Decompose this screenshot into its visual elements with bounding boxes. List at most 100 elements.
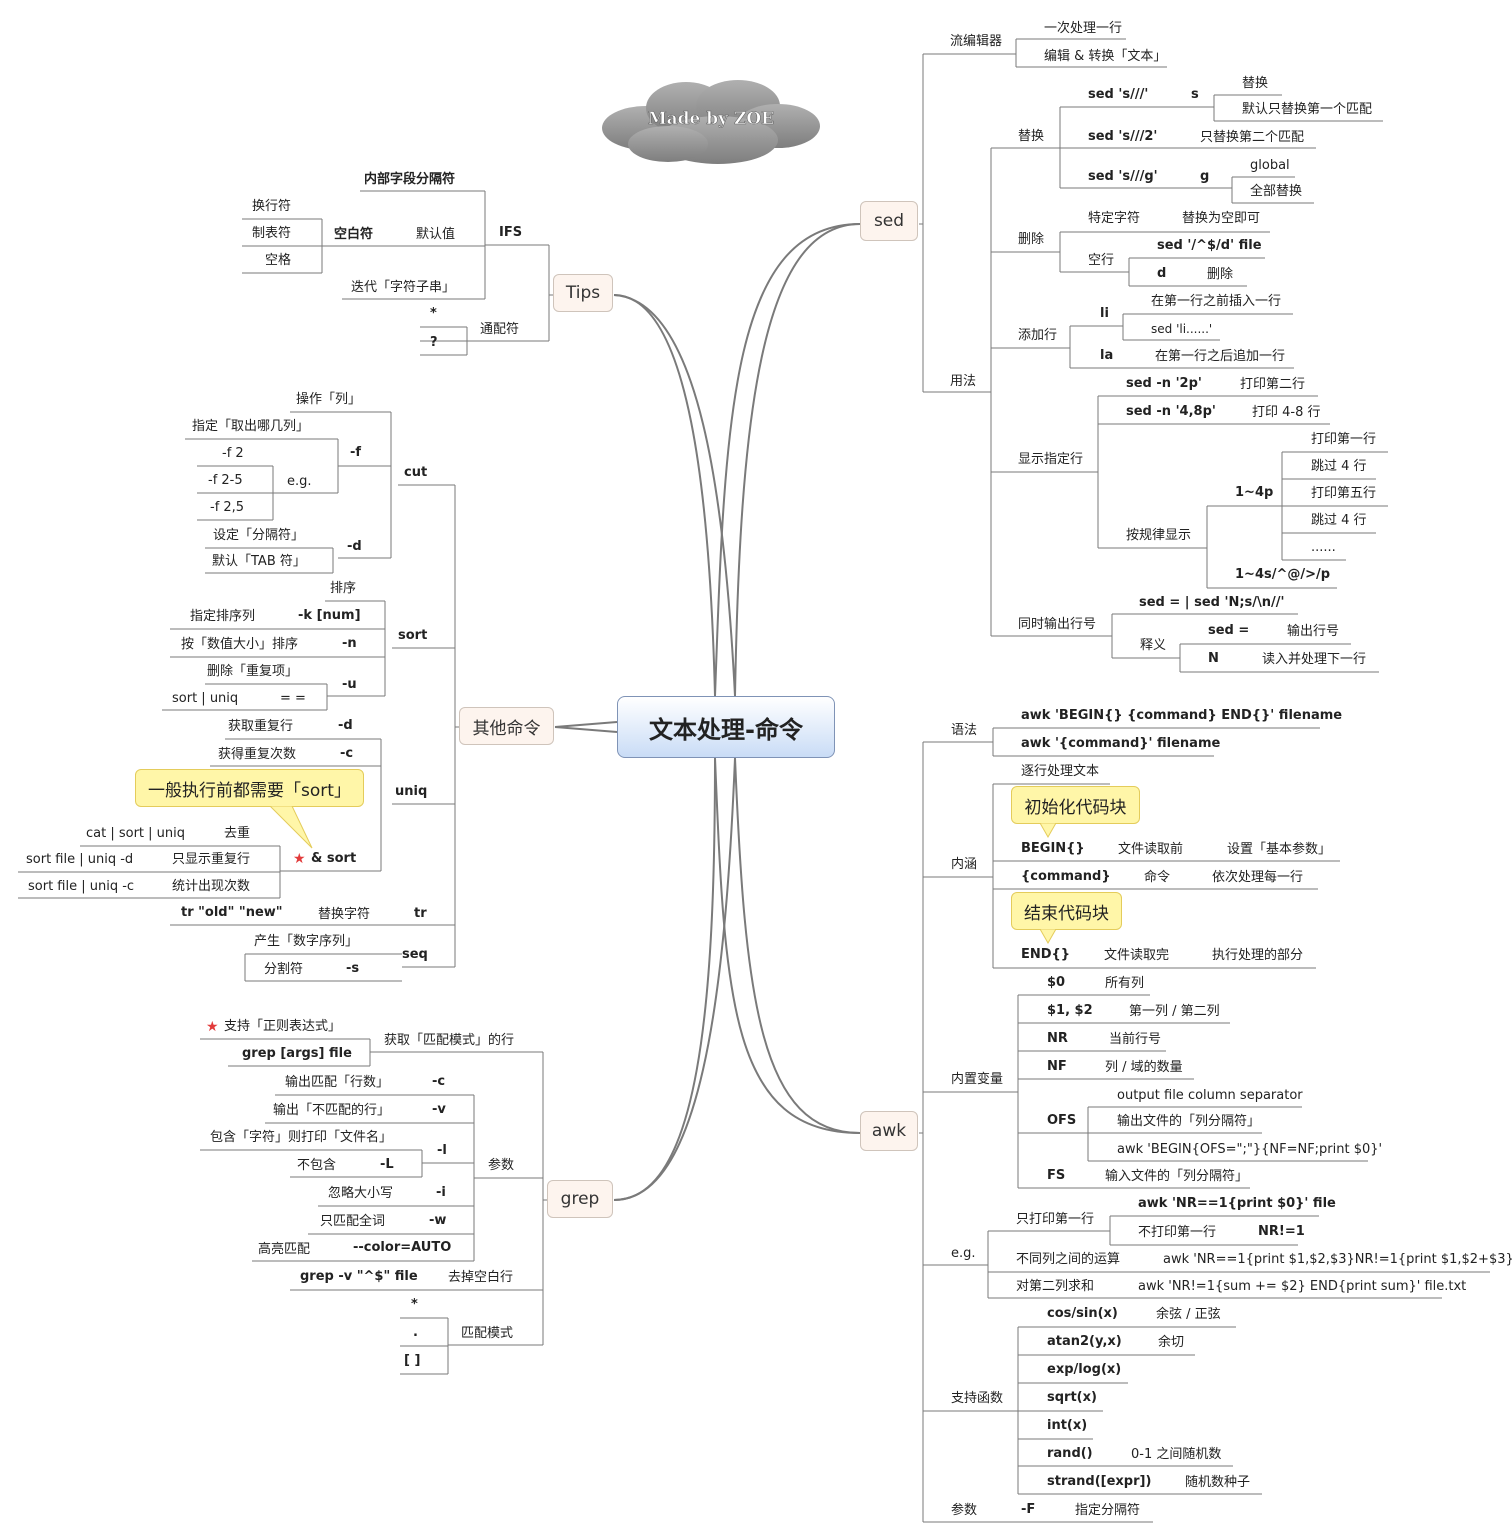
grep-blank-cmd: grep -v "^$" file — [300, 1269, 418, 1284]
awk-strand-d: 随机数种子 — [1185, 1475, 1251, 1490]
seq-s: -s — [346, 961, 360, 976]
cut-f25: -f 2-5 — [208, 473, 243, 488]
topic-grep[interactable]: grep — [547, 1180, 613, 1218]
uniq-label: uniq — [395, 784, 428, 799]
seq-label: seq — [402, 947, 428, 962]
sed-replace-all: 全部替换 — [1250, 184, 1303, 199]
awk-sqrt: sqrt(x) — [1047, 1390, 1097, 1405]
sort-k: -k [num] — [298, 608, 361, 623]
topic-sed[interactable]: sed — [860, 201, 918, 241]
star-icon-regex: ★ — [206, 1019, 219, 1035]
grep-L: -L — [380, 1157, 394, 1172]
sed-flow-editor: 流编辑器 — [950, 34, 1003, 49]
awk-int: int(x) — [1047, 1418, 1088, 1433]
sed-global: global — [1250, 158, 1290, 173]
sed-li-example: sed 'li......' — [1151, 322, 1213, 336]
awk-F: -F — [1021, 1502, 1036, 1517]
awk-builtin-vars: 内置变量 — [951, 1072, 1004, 1087]
grep-get-lines: 获取「匹配模式」的行 — [384, 1033, 515, 1048]
sed-delete: 删除 — [1018, 232, 1045, 247]
sed-replace-empty: 替换为空即可 — [1182, 211, 1261, 226]
tips-space: 空格 — [265, 253, 292, 268]
awk-FS: FS — [1047, 1168, 1066, 1183]
sed-show-lines: 显示指定行 — [1018, 452, 1084, 467]
awk-rand-d: 0-1 之间随机数 — [1131, 1447, 1222, 1462]
sed-line-numbers: 同时输出行号 — [1018, 617, 1097, 632]
awk-rand: rand() — [1047, 1446, 1093, 1461]
awk-d12: $1, $2 — [1047, 1003, 1093, 1018]
uniq-d: -d — [338, 718, 353, 733]
grep-c-desc: 输出匹配「行数」 — [285, 1075, 390, 1090]
sed-insert-before: 在第一行之前插入一行 — [1151, 294, 1282, 309]
cut-default-tab: 默认「TAB 符」 — [212, 554, 306, 569]
topic-tips[interactable]: Tips — [553, 274, 613, 312]
awk-set-params: 设置「基本参数」 — [1227, 842, 1332, 857]
grep-p1: * — [411, 1297, 418, 1312]
awk-line-by-line: 逐行处理文本 — [1021, 764, 1100, 779]
awk-nr1: awk 'NR==1{print $0}' file — [1138, 1196, 1336, 1211]
awk-eg: e.g. — [951, 1246, 976, 1261]
awk-init-block-callout: 初始化代码块 — [1011, 786, 1140, 824]
grep-l-desc: 包含「字符」则打印「文件名」 — [210, 1130, 393, 1145]
uniq-count-dup: 统计出现次数 — [172, 879, 251, 894]
tips-ifs: IFS — [499, 225, 523, 240]
uniq-d-desc: 获取重复行 — [228, 719, 294, 734]
sed-append-after: 在第一行之后追加一行 — [1155, 349, 1286, 364]
star-icon: ★ — [293, 851, 306, 867]
callout-pointer-init — [1040, 823, 1057, 839]
awk-atan2-d: 余切 — [1158, 1335, 1185, 1350]
sed-replace: 替换 — [1018, 129, 1045, 144]
sed-step2: 1~4s/^@/>/p — [1235, 567, 1331, 582]
tips-newline: 换行符 — [252, 199, 292, 214]
grep-i-desc: 忽略大小写 — [328, 1186, 394, 1201]
sed-d: d — [1157, 266, 1167, 281]
awk-OFS: OFS — [1047, 1113, 1077, 1128]
cut-set-sep: 设定「分隔符」 — [213, 528, 305, 543]
awk-before-read: 文件读取前 — [1118, 842, 1184, 857]
cut-f: -f — [350, 445, 362, 460]
uniq-sort-c-cmd: sort file | uniq -c — [28, 879, 135, 894]
awk-not-first: 不打印第一行 — [1138, 1225, 1217, 1240]
central-topic[interactable]: 文本处理-命令 — [617, 696, 835, 758]
callout-pointer-end — [1040, 929, 1057, 945]
cut-f2c5: -f 2,5 — [210, 500, 245, 515]
awk-atan2: atan2(y,x) — [1047, 1334, 1122, 1349]
tips-inner-sep: 内部字段分隔符 — [364, 172, 456, 187]
awk-syntax1: awk 'BEGIN{} {command} END{}' filename — [1021, 708, 1343, 723]
awk-cossin-d: 余弦 / 正弦 — [1156, 1307, 1221, 1322]
grep-w: -w — [429, 1213, 447, 1228]
tips-whitespace: 空白符 — [334, 227, 374, 242]
sed-read-next: 读入并处理下一行 — [1262, 652, 1367, 667]
sed-del-word: 删除 — [1207, 267, 1234, 282]
topic-awk[interactable]: awk — [860, 1111, 918, 1151]
sort-n-desc: 按「数值大小」排序 — [181, 637, 299, 652]
sed-s2-cmd: sed 's///2' — [1088, 129, 1158, 144]
cloud-shape: Made by ZOE — [602, 80, 820, 164]
sed-la: la — [1100, 348, 1114, 363]
grep-i: -i — [436, 1185, 446, 1200]
topic-other-commands[interactable]: 其他命令 — [459, 707, 554, 745]
sed-print-second: 打印第二行 — [1240, 377, 1306, 392]
sed-explain: 释义 — [1140, 638, 1167, 653]
sed-sg-cmd: sed 's///g' — [1088, 169, 1158, 184]
awk-cmd: 命令 — [1144, 870, 1171, 885]
sed-n48p: sed -n '4,8p' — [1126, 404, 1216, 419]
tr-label: tr — [414, 906, 427, 921]
sed-print-4-8: 打印 4-8 行 — [1252, 405, 1321, 420]
sort-uniq-cmd: sort | uniq — [172, 691, 239, 706]
uniq-c-desc: 获得重复次数 — [218, 747, 297, 762]
awk-NR: NR — [1047, 1031, 1068, 1046]
grep-v-desc: 输出「不匹配的行」 — [273, 1103, 391, 1118]
sed-replace-word: 替换 — [1242, 76, 1269, 91]
sed-specific-char: 特定字符 — [1088, 211, 1141, 226]
grep-color-desc: 高亮匹配 — [258, 1242, 311, 1257]
tr-desc: 替换字符 — [318, 907, 371, 922]
cut-f2: -f 2 — [222, 446, 244, 461]
tr-cmd: tr "old" "new" — [181, 905, 283, 920]
sed-empty-line: 空行 — [1088, 253, 1115, 268]
awk-after-read: 文件读取完 — [1104, 948, 1170, 963]
sed-usage: 用法 — [950, 374, 977, 389]
awk-cur-line: 当前行号 — [1109, 1032, 1162, 1047]
awk-col-ops: 不同列之间的运算 — [1016, 1252, 1121, 1267]
uniq-and-sort: & sort — [311, 851, 357, 866]
